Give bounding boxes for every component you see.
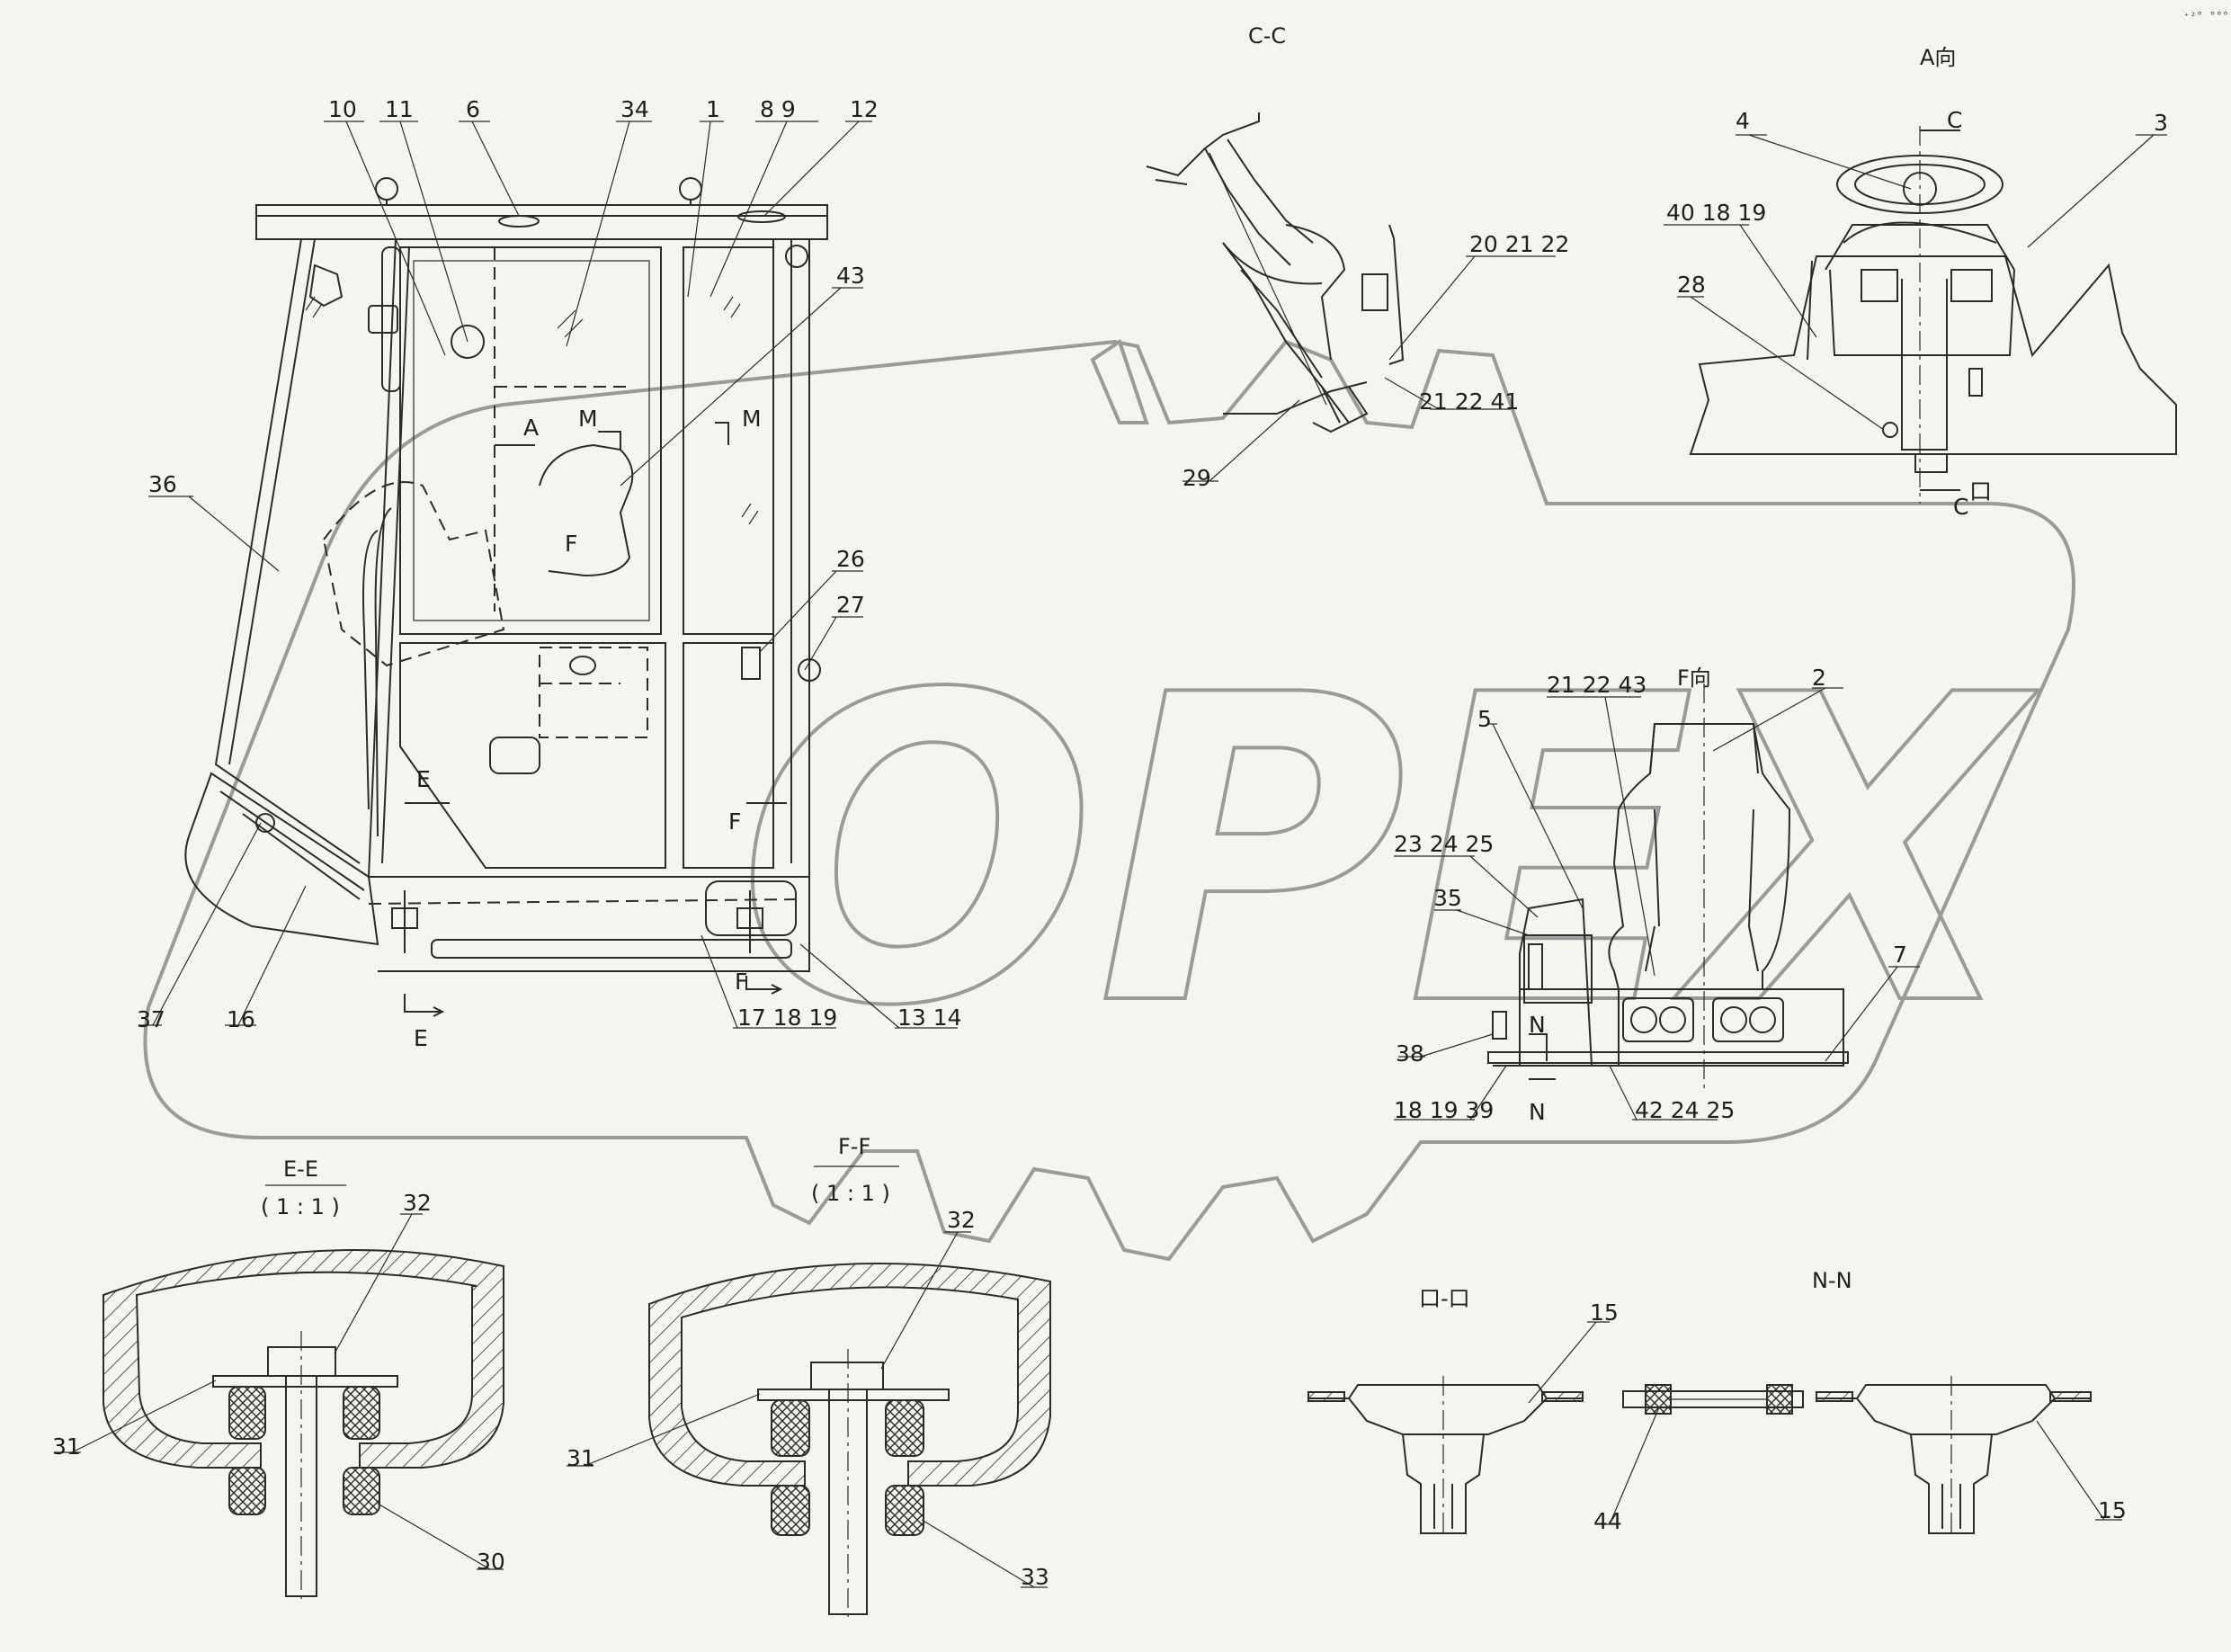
callouts-f: 5 2 21 22 43 23 24 25 35 38 18 19 39 42 … (1394, 665, 1907, 1123)
callout-32-ff: 32 (947, 1207, 976, 1233)
callout-31-ee: 31 (52, 1433, 81, 1460)
callout-33: 33 (1021, 1564, 1049, 1590)
leaders-main (139, 121, 958, 1029)
section-ee (103, 1249, 504, 1601)
callout-3: 3 (2154, 110, 2168, 136)
section-a-mark: A (523, 415, 539, 441)
callout-5: 5 (1477, 706, 1492, 732)
callout-27: 27 (836, 592, 865, 618)
callout-11: 11 (385, 96, 414, 122)
callout-36: 36 (148, 471, 177, 497)
callout-8-9: 8 9 (760, 96, 796, 122)
cab-side-view: A M M F E E F F (184, 177, 828, 1051)
view-scale-ee: ( 1 : 1 ) (261, 1194, 340, 1219)
corner-note: ⁺²° °°° (2183, 10, 2229, 22)
leaders-cc (1182, 255, 1556, 482)
callouts-cc: 20 21 22 21 22 41 29 (1182, 231, 1569, 491)
callout-43: 43 (836, 263, 865, 289)
section-m-mark-1: M (578, 406, 598, 432)
leaders-a (1664, 134, 2167, 431)
callout-31-ff: 31 (567, 1445, 595, 1471)
section-f-mark-1: F (565, 531, 577, 557)
leaders-f (1394, 687, 1920, 1121)
callout-15-nn: 15 (2098, 1497, 2127, 1523)
steering-column-view (1146, 112, 1405, 433)
callout-6: 6 (466, 96, 480, 122)
section-c-mark-2: C (1953, 494, 1968, 520)
callouts-a: 4 3 40 18 19 28 C C 口 (1666, 107, 2168, 520)
callout-7: 7 (1893, 942, 1907, 968)
section-nn (1622, 1376, 2092, 1538)
section-e-mark-2: E (414, 1025, 428, 1051)
view-title-dd: 口-口 (1419, 1286, 1470, 1311)
watermark: OPEX (143, 338, 2075, 1262)
section-f-mark-3: F (735, 969, 747, 995)
callout-21-22-41: 21 22 41 (1419, 388, 1519, 415)
view-title-nn: N-N (1812, 1268, 1852, 1293)
section-d-mark-1: 口 (1969, 478, 1992, 505)
callout-40-18-19: 40 18 19 (1666, 200, 1766, 226)
callout-4: 4 (1736, 108, 1750, 134)
section-n-mark-2: N (1529, 1099, 1546, 1125)
callout-35: 35 (1433, 885, 1462, 911)
callout-16: 16 (227, 1006, 255, 1032)
watermark-text: OPEX (737, 606, 2039, 1098)
callout-26: 26 (836, 546, 865, 572)
callout-20-21-22: 20 21 22 (1469, 231, 1569, 257)
view-title-ee: E-E (283, 1156, 318, 1182)
callout-12: 12 (850, 96, 879, 122)
callout-21-22-43: 21 22 43 (1547, 672, 1646, 698)
view-scale-ff: ( 1 : 1 ) (811, 1181, 890, 1206)
section-dd (1307, 1376, 1584, 1538)
callout-15-dd: 15 (1590, 1299, 1619, 1326)
leaders-ee (54, 1213, 504, 1570)
callouts-main: 10 11 6 34 1 8 9 12 43 36 26 27 37 16 17… (137, 96, 962, 1032)
callout-13-14: 13 14 (897, 1005, 962, 1031)
callout-1: 1 (706, 96, 720, 122)
callout-30: 30 (477, 1549, 505, 1575)
view-title-f: F向 (1677, 665, 1711, 691)
callout-29: 29 (1182, 465, 1211, 491)
callout-42-24-25: 42 24 25 (1635, 1097, 1735, 1123)
callout-38: 38 (1396, 1040, 1424, 1067)
view-title-a: A向 (1920, 45, 1956, 70)
callout-10: 10 (328, 96, 357, 122)
callouts-ff: 31 32 33 (567, 1207, 1049, 1590)
callout-37: 37 (137, 1006, 165, 1032)
f-direction-view: N N (1487, 683, 1849, 1125)
section-ff (648, 1263, 1051, 1619)
view-title-cc: C-C (1248, 23, 1286, 49)
leaders-nn (1596, 1406, 2122, 1525)
leaders-dd (1528, 1321, 1610, 1404)
callouts-ee: 31 32 30 (52, 1190, 505, 1575)
callout-32-ee: 32 (403, 1190, 432, 1216)
view-title-ff: F-F (838, 1134, 870, 1159)
leaders-ff (567, 1231, 1048, 1588)
section-c-mark-1: C (1947, 107, 1962, 133)
section-e-mark-1: E (416, 766, 431, 792)
callout-28: 28 (1677, 272, 1706, 298)
callout-23-24-25: 23 24 25 (1394, 831, 1494, 857)
callout-2: 2 (1812, 665, 1826, 691)
section-m-mark-2: M (742, 406, 762, 432)
callout-34: 34 (620, 96, 649, 122)
callout-18-19-39: 18 19 39 (1394, 1097, 1494, 1123)
section-f-mark-2: F (728, 808, 741, 835)
callout-17-18-19: 17 18 19 (737, 1005, 837, 1031)
callout-44: 44 (1593, 1508, 1622, 1534)
a-direction-view (1689, 126, 2177, 504)
section-n-mark-1: N (1529, 1012, 1546, 1038)
